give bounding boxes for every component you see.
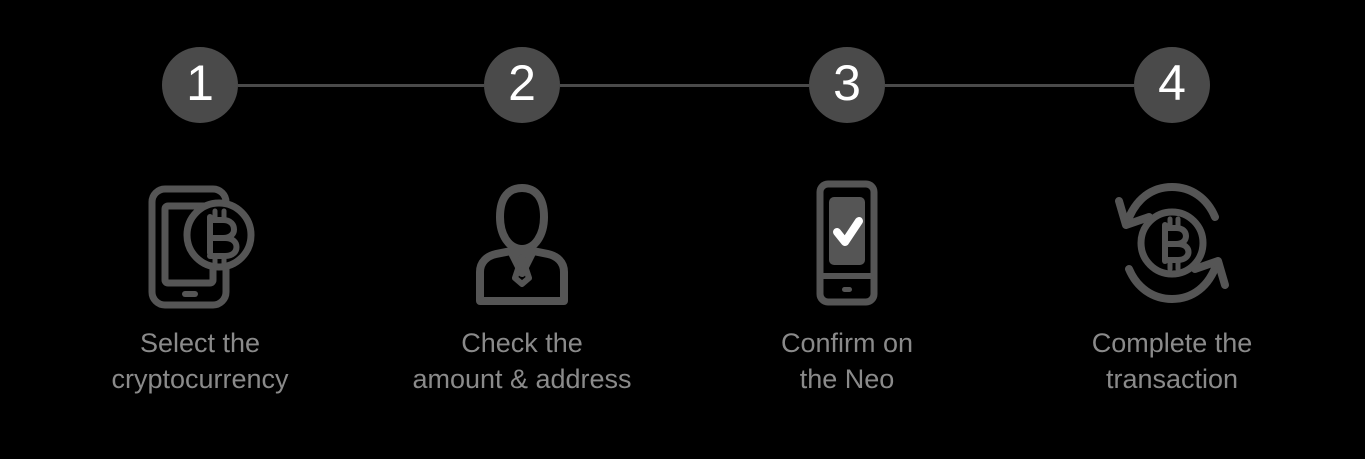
step-label-3: Confirm on the Neo xyxy=(780,328,914,394)
bitcoin-exchange-arrows-icon xyxy=(1112,175,1232,310)
connector-2-3 xyxy=(560,84,809,87)
connector-1-2 xyxy=(238,84,484,87)
step-circle-3[interactable]: 3 xyxy=(809,47,885,123)
step-label-1: Select the cryptocurrency xyxy=(111,328,289,394)
step-progress-rail: 1 2 3 4 xyxy=(0,0,1365,175)
step-number-3: 3 xyxy=(833,55,861,111)
step-columns: Select the cryptocurrency Check the amou… xyxy=(0,175,1365,415)
smartphone-bitcoin-icon xyxy=(140,175,260,310)
step-number-1: 1 xyxy=(186,55,214,111)
step-item-1[interactable]: Select the cryptocurrency xyxy=(50,175,350,398)
step-circle-2[interactable]: 2 xyxy=(484,47,560,123)
person-suit-icon xyxy=(462,175,582,310)
step-item-2[interactable]: Check the amount & address xyxy=(372,175,672,398)
step-circle-1[interactable]: 1 xyxy=(162,47,238,123)
step-label-2: Check the amount & address xyxy=(412,328,632,394)
step-item-3[interactable]: Confirm on the Neo xyxy=(697,175,997,398)
step-item-4[interactable]: Complete the transaction xyxy=(1022,175,1322,398)
step-number-2: 2 xyxy=(508,55,536,111)
step-number-4: 4 xyxy=(1158,55,1186,111)
connector-3-4 xyxy=(885,84,1134,87)
step-label-4: Complete the transaction xyxy=(1091,328,1253,394)
device-checkmark-icon xyxy=(787,175,907,310)
step-circle-4[interactable]: 4 xyxy=(1134,47,1210,123)
